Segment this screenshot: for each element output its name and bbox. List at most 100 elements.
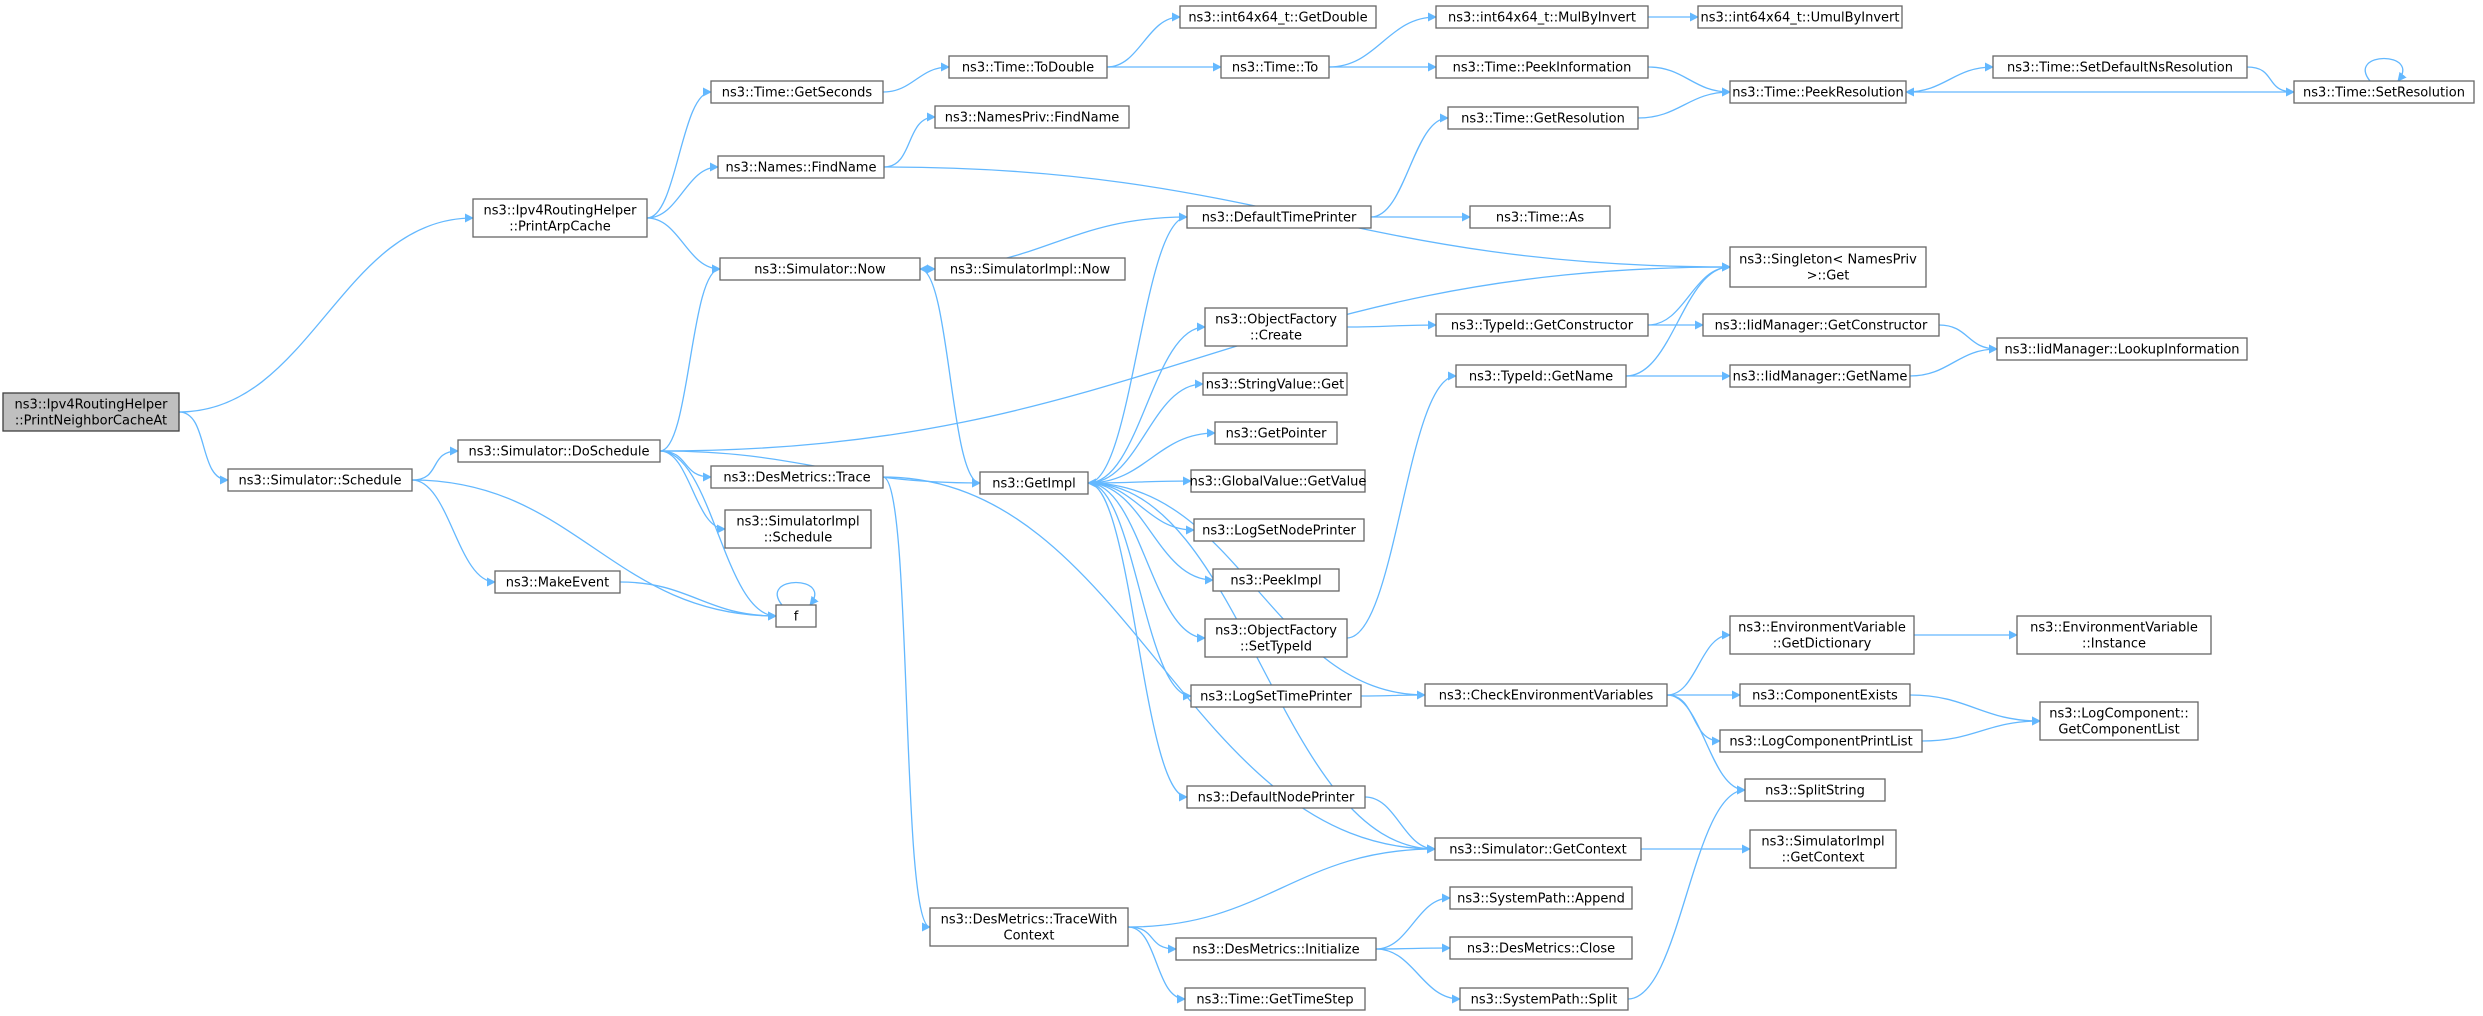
node-label: ns3::Time::GetTimeStep xyxy=(1196,993,1353,1008)
edge-set-default-ns-resolution-to-time-set-resolution xyxy=(2246,66,2295,97)
node-box xyxy=(1214,421,1338,445)
node-des-close[interactable]: ns3::DesMetrics::Close xyxy=(1449,936,1633,960)
node-des-initialize[interactable]: ns3::DesMetrics::Initialize xyxy=(1175,937,1377,961)
node-global-value-get[interactable]: ns3::GlobalValue::GetValue xyxy=(1190,469,1367,493)
node-iid-get-constructor[interactable]: ns3::IidManager::GetConstructor xyxy=(1702,313,1940,337)
node-time-as[interactable]: ns3::Time::As xyxy=(1469,205,1611,229)
node-label: f xyxy=(794,610,799,625)
edge-log-component-print-list-to-log-get-component-list xyxy=(1921,716,2041,742)
edge-schedule-to-f xyxy=(411,479,777,621)
node-label: ns3::NamesPriv::FindName xyxy=(945,111,1119,126)
node-ofset-type-id[interactable]: ns3::ObjectFactory::SetTypeId xyxy=(1204,618,1348,658)
node-time-to[interactable]: ns3::Time::To xyxy=(1220,55,1330,79)
edge-do-schedule-to-singleton-get xyxy=(659,262,1731,452)
node-type-id-get-name[interactable]: ns3::TypeId::GetName xyxy=(1455,364,1627,388)
node-log-get-component-list[interactable]: ns3::LogComponent::GetComponentList xyxy=(2039,701,2199,741)
node-print-neighbor-cache-at[interactable]: ns3::Ipv4RoutingHelper::PrintNeighborCac… xyxy=(2,392,180,432)
node-box xyxy=(1469,205,1611,229)
node-box xyxy=(494,570,621,594)
edge-print-neighbor-cache-at-to-schedule xyxy=(178,411,229,485)
node-peek-impl[interactable]: ns3::PeekImpl xyxy=(1212,568,1340,592)
node-ofcreate[interactable]: ns3::ObjectFactory::Create xyxy=(1204,307,1348,347)
node-print-arp-cache[interactable]: ns3::Ipv4RoutingHelper::PrintArpCache xyxy=(472,198,648,238)
node-sim-now[interactable]: ns3::Simulator::Now xyxy=(719,257,921,281)
node-box xyxy=(1996,337,2248,361)
node-des-trace[interactable]: ns3::DesMetrics::Trace xyxy=(710,465,884,489)
node-sys-append[interactable]: ns3::SystemPath::Append xyxy=(1449,886,1633,910)
node-box xyxy=(1186,785,1366,809)
edge-trace-with-context-to-des-initialize xyxy=(1127,926,1177,954)
node-int-umul-by-invert[interactable]: ns3::int64x64_t::UmulByInvert xyxy=(1697,5,1903,29)
node-type-id-get-constructor[interactable]: ns3::TypeId::GetConstructor xyxy=(1435,313,1649,337)
node-int-get-double[interactable]: ns3::int64x64_t::GetDouble xyxy=(1179,5,1377,29)
node-singleton-get[interactable]: ns3::Singleton< NamesPriv>::Get xyxy=(1729,246,1927,288)
node-label: ::PrintArpCache xyxy=(509,220,611,235)
node-label: >::Get xyxy=(1807,269,1850,284)
node-label: ns3::Names::FindName xyxy=(726,161,877,176)
node-sim-impl-now[interactable]: ns3::SimulatorImpl::Now xyxy=(934,257,1126,281)
node-do-schedule[interactable]: ns3::Simulator::DoSchedule xyxy=(457,439,661,463)
node-names-priv-find-name[interactable]: ns3::NamesPriv::FindName xyxy=(934,105,1130,129)
node-log-set-time-printer[interactable]: ns3::LogSetTimePrinter xyxy=(1190,684,1362,708)
edge-layer xyxy=(178,12,2407,1004)
edge-make-event-to-f xyxy=(619,581,777,621)
node-split-string[interactable]: ns3::SplitString xyxy=(1744,778,1886,802)
node-label: ::GetDictionary xyxy=(1773,637,1872,652)
edge-get-impl-to-log-set-node-printer xyxy=(1087,482,1195,535)
node-time-get-resolution[interactable]: ns3::Time::GetResolution xyxy=(1447,106,1639,130)
node-box xyxy=(457,439,661,463)
node-set-default-ns-resolution[interactable]: ns3::Time::SetDefaultNsResolution xyxy=(1992,55,2248,79)
node-time-peek-information[interactable]: ns3::Time::PeekInformation xyxy=(1435,55,1649,79)
node-label: ::PrintNeighborCacheAt xyxy=(15,414,167,429)
node-label: ns3::TypeId::GetConstructor xyxy=(1451,319,1634,334)
node-label: ns3::SimulatorImpl::Now xyxy=(950,263,1111,278)
node-make-event[interactable]: ns3::MakeEvent xyxy=(494,570,621,594)
node-default-time-printer[interactable]: ns3::DefaultTimePrinter xyxy=(1186,205,1372,229)
node-sys-split[interactable]: ns3::SystemPath::Split xyxy=(1459,987,1629,1011)
edge-ofcreate-to-type-id-get-constructor xyxy=(1346,320,1437,330)
node-time-set-resolution[interactable]: ns3::Time::SetResolution xyxy=(2293,80,2475,104)
node-label: ns3::IidManager::GetName xyxy=(1733,370,1908,385)
node-box xyxy=(1447,106,1639,130)
node-box xyxy=(1435,55,1649,79)
node-log-set-node-printer[interactable]: ns3::LogSetNodePrinter xyxy=(1193,518,1365,542)
node-env-get-dictionary[interactable]: ns3::EnvironmentVariable::GetDictionary xyxy=(1729,615,1915,655)
node-sim-impl-schedule[interactable]: ns3::SimulatorImpl::Schedule xyxy=(724,509,872,549)
node-box xyxy=(2293,80,2475,104)
node-time-peek-resolution[interactable]: ns3::Time::PeekResolution xyxy=(1729,80,1907,104)
node-default-node-printer[interactable]: ns3::DefaultNodePrinter xyxy=(1186,785,1366,809)
node-sim-impl-get-context[interactable]: ns3::SimulatorImpl::GetContext xyxy=(1749,829,1897,869)
node-f[interactable]: f xyxy=(775,604,817,628)
node-time-get-time-step[interactable]: ns3::Time::GetTimeStep xyxy=(1184,987,1366,1011)
node-int-mul-by-invert[interactable]: ns3::int64x64_t::MulByInvert xyxy=(1435,5,1649,29)
node-component-exists[interactable]: ns3::ComponentExists xyxy=(1739,683,1911,707)
edge-default-node-printer-to-sim-get-context xyxy=(1364,796,1436,854)
node-label: ns3::Singleton< NamesPriv xyxy=(1739,253,1917,268)
node-label: ns3::int64x64_t::GetDouble xyxy=(1188,11,1367,26)
node-check-env[interactable]: ns3::CheckEnvironmentVariables xyxy=(1424,683,1668,707)
edge-print-arp-cache-to-time-get-seconds xyxy=(646,87,712,219)
node-iid-get-name[interactable]: ns3::IidManager::GetName xyxy=(1729,364,1911,388)
node-log-component-print-list[interactable]: ns3::LogComponentPrintList xyxy=(1719,729,1923,753)
node-get-pointer[interactable]: ns3::GetPointer xyxy=(1214,421,1338,445)
edge-do-schedule-to-f xyxy=(659,450,777,621)
node-label: Context xyxy=(1004,929,1055,944)
node-get-impl[interactable]: ns3::GetImpl xyxy=(979,471,1089,495)
node-string-value-get[interactable]: ns3::StringValue::Get xyxy=(1202,372,1348,396)
node-layer: ns3::Ipv4RoutingHelper::PrintNeighborCac… xyxy=(2,5,2475,1011)
node-env-instance[interactable]: ns3::EnvironmentVariable::Instance xyxy=(2016,615,2212,655)
node-label: ::Create xyxy=(1250,329,1302,344)
node-time-to-double[interactable]: ns3::Time::ToDouble xyxy=(948,55,1108,79)
edge-get-impl-to-ofcreate xyxy=(1087,322,1206,484)
node-label: ns3::Time::To xyxy=(1232,61,1318,76)
node-schedule[interactable]: ns3::Simulator::Schedule xyxy=(227,468,413,492)
node-iid-lookup-information[interactable]: ns3::IidManager::LookupInformation xyxy=(1996,337,2248,361)
node-names-find-name[interactable]: ns3::Names::FindName xyxy=(717,155,885,179)
node-label: ns3::ObjectFactory xyxy=(1215,624,1337,639)
node-time-get-seconds[interactable]: ns3::Time::GetSeconds xyxy=(710,80,884,104)
node-label: ns3::ComponentExists xyxy=(1752,689,1898,704)
node-box xyxy=(934,257,1126,281)
node-sim-get-context[interactable]: ns3::Simulator::GetContext xyxy=(1434,837,1642,861)
node-label: ns3::Simulator::Now xyxy=(754,263,886,278)
